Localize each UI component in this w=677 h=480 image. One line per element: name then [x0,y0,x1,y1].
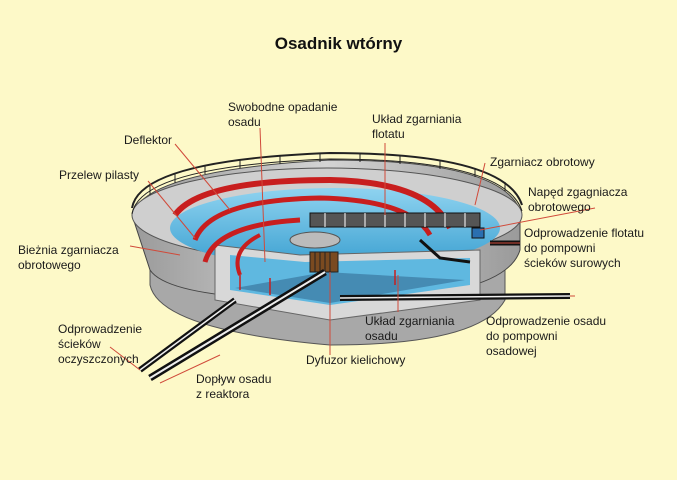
diagram-title: Osadnik wtórny [274,34,403,53]
leader-lines [109,127,596,384]
label-dyfuzor-kielichowy: Dyfuzor kielichowy [306,353,406,367]
label-doplyw-osadu: Dopływ osadu z reaktora [196,372,272,401]
label-odprowadzenie-flotatu: Odprowadzenie flotatu do pompowni ściekó… [524,226,645,270]
scraper-drive [471,227,485,239]
label-odprowadzenie-sciekow: Odprowadzenie ścieków oczyszczonych [58,322,143,366]
label-zgarniacz-obrotowy: Zgarniacz obrotowy [490,155,595,169]
label-uklad-zgarniania-osadu: Układ zgarniania osadu [365,314,455,343]
label-swobodne-opadanie: Swobodne opadanie osadu [228,100,338,129]
scraper-arm-3 [202,217,301,263]
scraper-bridge [309,212,481,228]
outer-railing [131,151,523,209]
scraper-arm-1 [172,176,453,230]
pipes [138,240,571,381]
water-surface [170,188,500,268]
label-uklad-zgarniania-flotatu: Układ zgarniania flotatu [372,112,462,141]
label-odprowadzenie-osadu: Odprowadzenie osadu do pompowni osadowej [486,314,607,358]
bell-diffuser [309,251,339,273]
label-deflektor: Deflektor [124,133,173,147]
label-bieznia-zgarniacza: Bieżnia zgarniacza obrotowego [18,243,119,272]
central-deflector [289,231,341,249]
label-przelew-pilasty: Przelew pilasty [59,168,140,182]
scraper-arm-4 [235,233,261,276]
label-naped-zgarniacza: Napęd zgagniacza obrotowego [528,185,628,214]
